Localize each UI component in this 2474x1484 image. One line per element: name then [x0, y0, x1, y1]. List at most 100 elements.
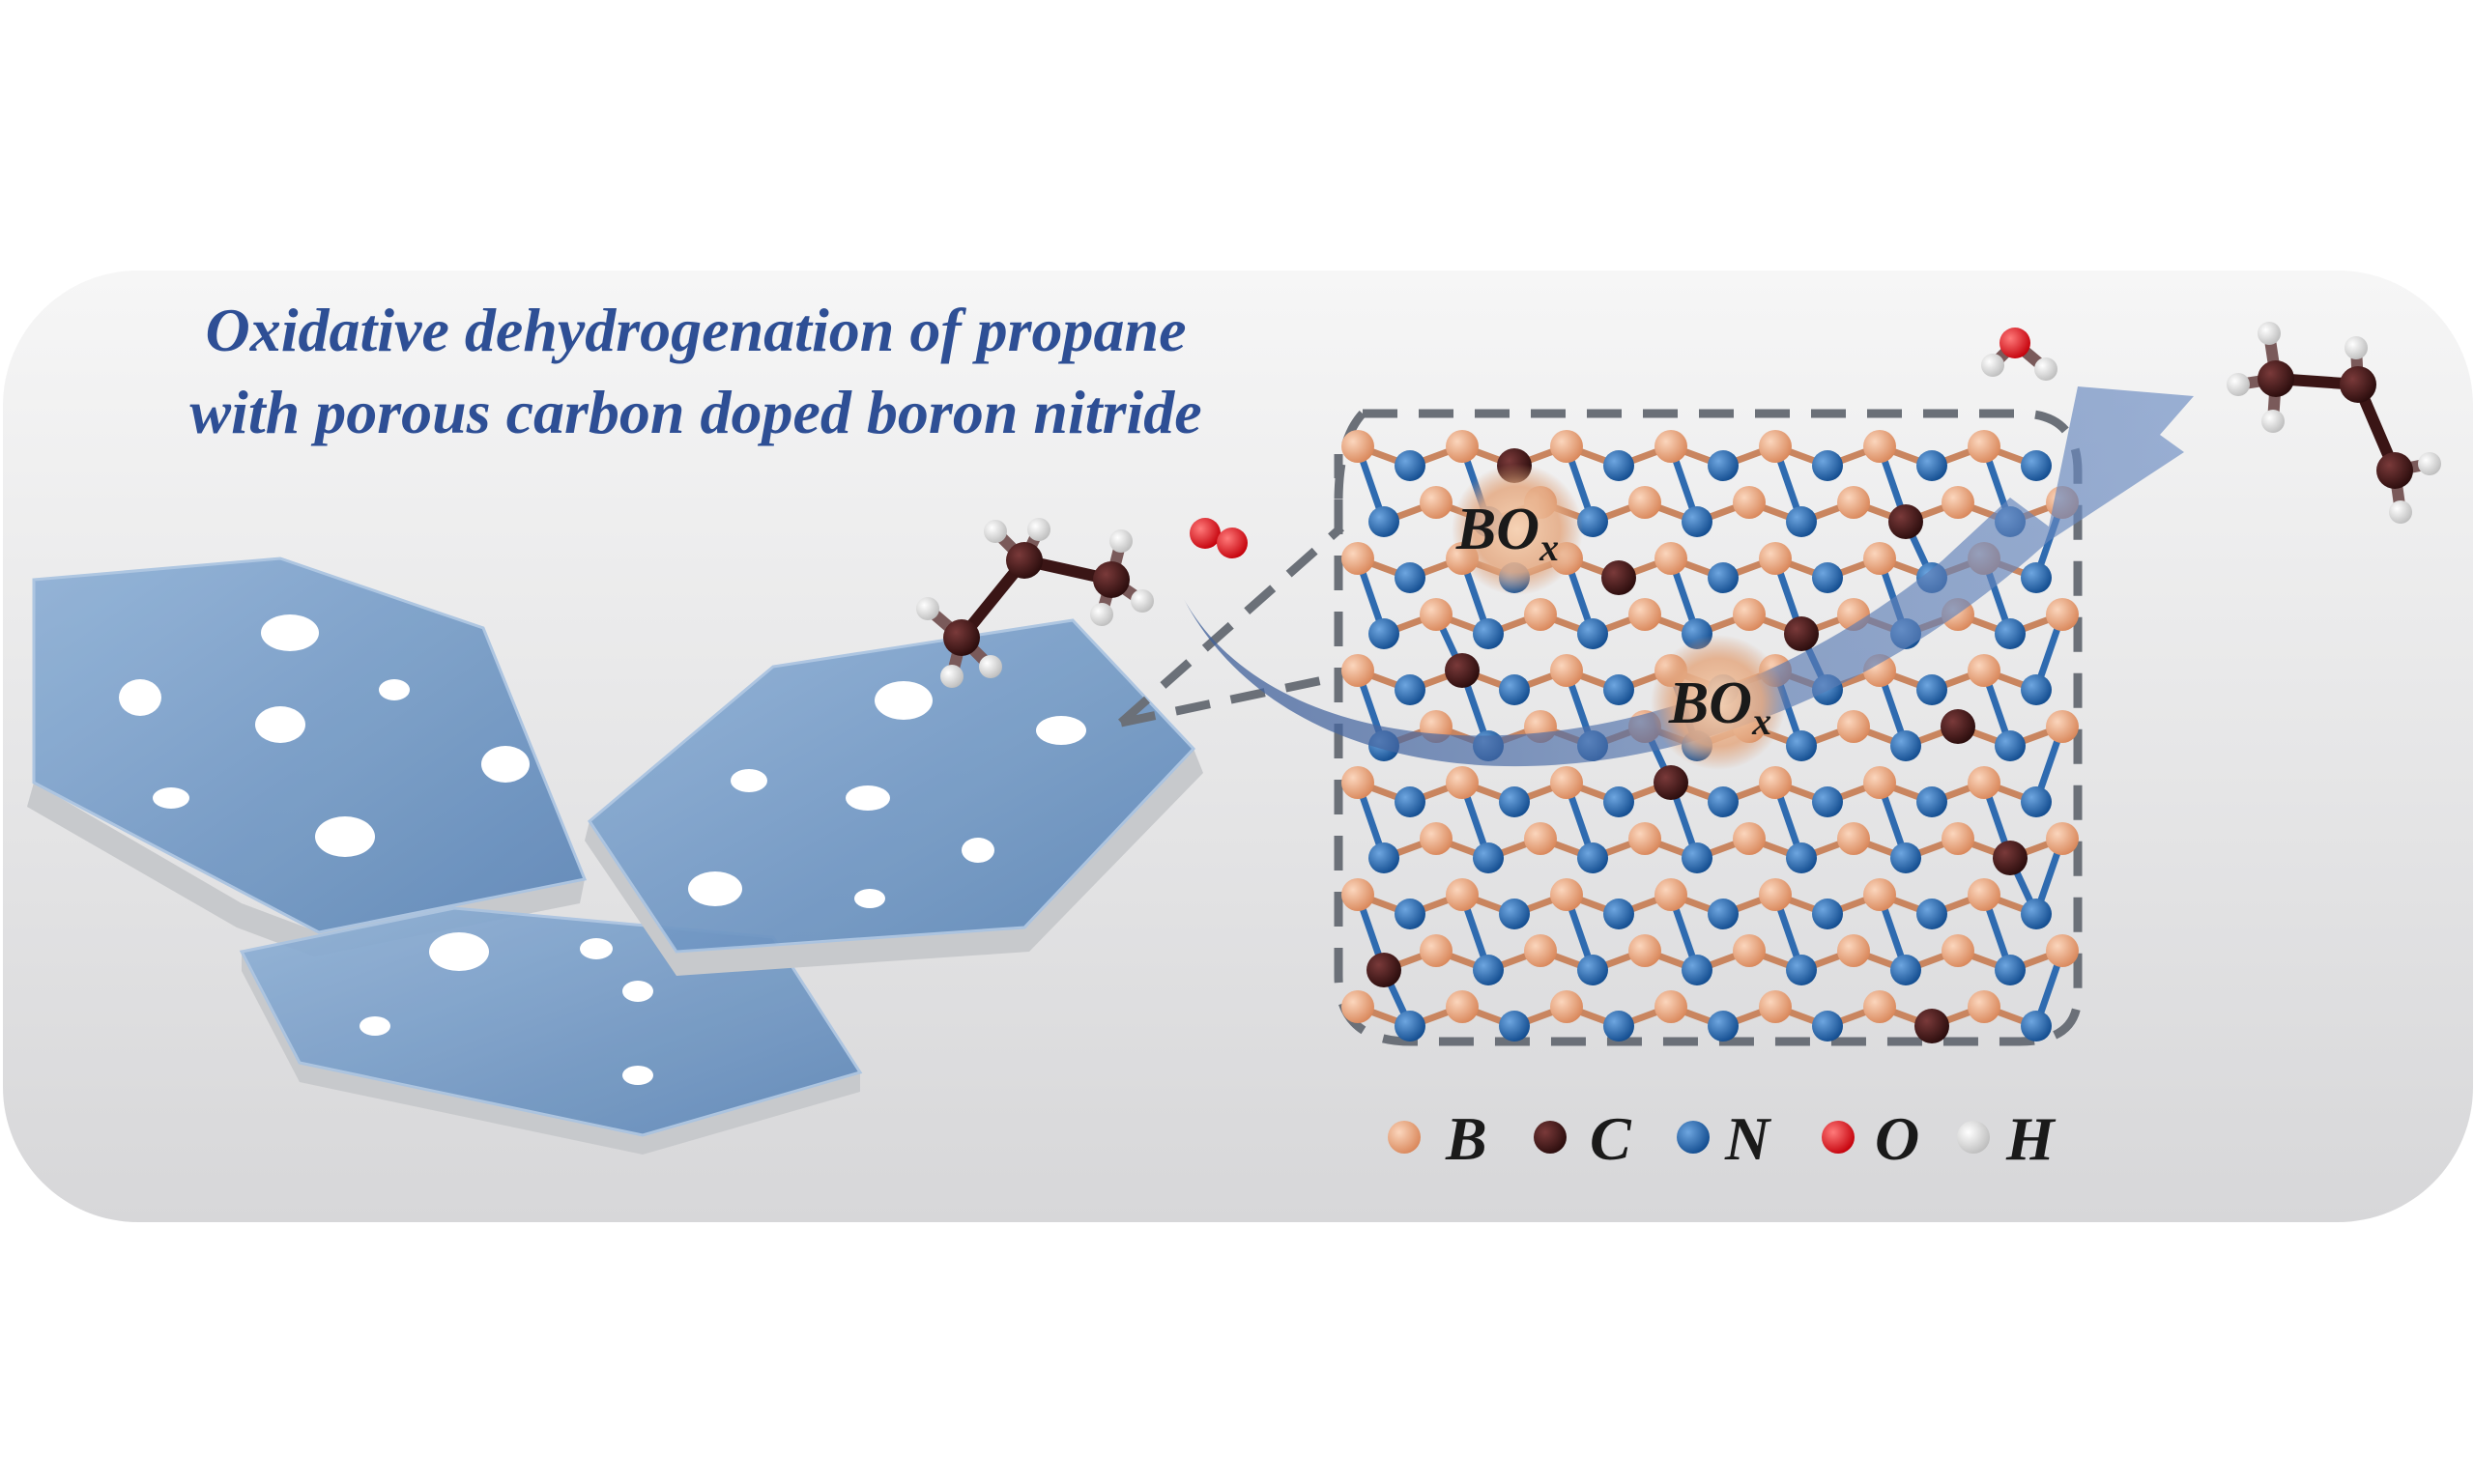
lattice-atom-b	[2046, 822, 2079, 855]
lattice-atom-b	[1446, 430, 1479, 463]
lattice-atom-n	[1890, 730, 1921, 761]
lattice-atom-n	[1916, 450, 1947, 481]
molecule-atom-c	[2258, 360, 2294, 397]
lattice-atom-n	[1395, 562, 1425, 593]
lattice-atom-n	[1368, 842, 1399, 873]
lattice-atom-n	[1395, 450, 1425, 481]
molecule-atom-h	[1981, 354, 2004, 377]
lattice-atom-b	[1341, 654, 1374, 687]
lattice-atom-b	[2046, 710, 2079, 743]
lattice-atom-n	[1395, 1011, 1425, 1042]
molecule-atom-h	[1090, 603, 1113, 626]
molecule-atom-h	[2227, 373, 2250, 396]
lattice-atom-b	[1420, 822, 1453, 855]
lattice-atom-b	[1837, 822, 1870, 855]
lattice-atom-n	[1368, 618, 1399, 649]
lattice-atom-n	[1499, 674, 1530, 705]
legend-c-swatch	[1534, 1121, 1567, 1154]
lattice-atom-b	[1628, 822, 1661, 855]
lattice-atom-n	[1786, 842, 1817, 873]
legend-c-label: C	[1590, 1104, 1632, 1173]
lattice-atom-c	[1941, 709, 1975, 744]
lattice-atom-n	[1395, 786, 1425, 817]
lattice-atom-c	[1993, 841, 2028, 875]
lattice-atom-b	[1341, 542, 1374, 575]
molecule-atom-h	[2261, 410, 2285, 433]
lattice-atom-n	[1812, 786, 1843, 817]
lattice-atom-n	[1395, 899, 1425, 929]
lattice-atom-c	[1366, 953, 1401, 987]
lattice-atom-b	[1654, 430, 1687, 463]
molecule-atom-h	[979, 655, 1002, 678]
lattice-atom-b	[1968, 990, 2000, 1023]
molecule-atom-h	[2258, 322, 2281, 345]
lattice-atom-b	[1863, 430, 1896, 463]
lattice-atom-b	[1863, 990, 1896, 1023]
molecule-atom-o	[1999, 328, 2030, 358]
lattice-atom-b	[1863, 766, 1896, 799]
lattice-atom-n	[1603, 786, 1634, 817]
lattice-atom-n	[1603, 899, 1634, 929]
lattice-atom-n	[1603, 1011, 1634, 1042]
lattice-atom-b	[1733, 486, 1766, 519]
lattice-atom-b	[1524, 822, 1557, 855]
box-site-1: BOx	[1452, 464, 1583, 595]
lattice-atom-b	[1341, 430, 1374, 463]
svg-text:BOx: BOx	[1668, 671, 1771, 743]
porous-sheet-right	[585, 618, 1203, 976]
lattice-atom-b	[1733, 934, 1766, 967]
lattice-atom-c	[1914, 1009, 1949, 1043]
lattice-atom-n	[1473, 618, 1504, 649]
legend-b-swatch	[1388, 1121, 1421, 1154]
box-site-2-label: BO	[1668, 671, 1752, 736]
molecule-atom-h	[1131, 589, 1154, 613]
lattice-atom-n	[1708, 1011, 1739, 1042]
lattice-atom-b	[1341, 766, 1374, 799]
lattice-atom-b	[1341, 878, 1374, 911]
lattice-atom-n	[1603, 674, 1634, 705]
lattice-atom-b	[1968, 766, 2000, 799]
molecule-atom-o	[1190, 518, 1221, 549]
legend-o-label: O	[1875, 1104, 1919, 1173]
lattice-atom-b	[1446, 766, 1479, 799]
lattice-atom-b	[1759, 878, 1792, 911]
lattice-atom-b	[2046, 598, 2079, 631]
box-site-2-subscript: x	[1751, 699, 1771, 743]
lattice-atom-n	[1890, 842, 1921, 873]
lattice-atom-b	[1628, 934, 1661, 967]
lattice-atom-n	[1708, 899, 1739, 929]
legend-n-swatch	[1677, 1121, 1710, 1154]
lattice-atom-b	[1628, 598, 1661, 631]
propene-molecule	[2227, 322, 2441, 524]
lattice-atom-n	[1995, 730, 2026, 761]
lattice-atom-c	[1888, 504, 1923, 539]
lattice-atom-b	[1968, 430, 2000, 463]
lattice-atom-n	[1473, 842, 1504, 873]
molecule-atom-h	[2418, 452, 2441, 475]
molecule-atom-h	[940, 665, 964, 688]
lattice-atom-n	[1916, 786, 1947, 817]
zoom-connector	[1118, 524, 1344, 728]
molecule-atom-h	[2034, 357, 2057, 381]
porous-sheet-left	[27, 556, 588, 956]
lattice-atom-b	[1628, 486, 1661, 519]
lattice-atom-n	[2021, 899, 2052, 929]
legend-h-swatch	[1957, 1121, 1990, 1154]
lattice-atom-c	[1445, 653, 1480, 688]
lattice-atom-b	[1863, 878, 1896, 911]
title-line-1: Oxidative dehydrogenation of propane	[205, 296, 1187, 364]
molecule-atom-h	[2389, 500, 2412, 524]
lattice-atom-b	[1420, 486, 1453, 519]
molecule-atom-c	[1093, 561, 1130, 598]
molecule-atom-c	[1006, 542, 1043, 579]
lattice-atom-n	[2021, 786, 2052, 817]
lattice-atom-n	[2021, 450, 2052, 481]
lattice-atom-n	[1473, 955, 1504, 985]
lattice-atom-b	[1420, 598, 1453, 631]
lattice-atom-b	[1942, 822, 1974, 855]
lattice-atom-b	[1550, 430, 1583, 463]
lattice-atom-b	[1863, 542, 1896, 575]
lattice-atom-n	[1812, 1011, 1843, 1042]
lattice-atom-b	[1837, 934, 1870, 967]
lattice-atom-n	[1890, 955, 1921, 985]
